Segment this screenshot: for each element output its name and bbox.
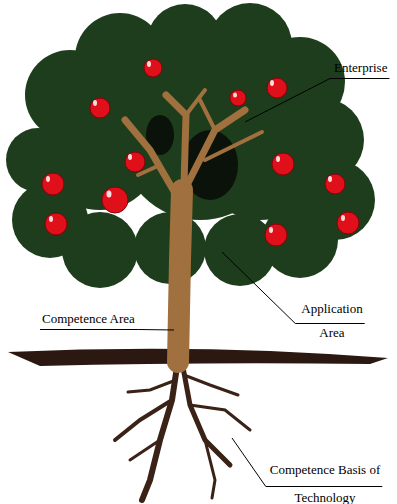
part-label: Enterprise — [334, 60, 394, 76]
apples — [42, 59, 359, 246]
ground — [8, 349, 388, 366]
trunk — [125, 90, 262, 362]
part-label: Competence Area — [42, 311, 162, 327]
label-box: Enterprise — [334, 60, 394, 76]
label-box: Competence Area — [42, 311, 162, 327]
part-label: Competence Basis of Technology — [255, 456, 395, 504]
leader-line — [139, 329, 174, 331]
label-box: Competence Basis of Technology — [255, 456, 395, 504]
leader-line — [266, 486, 382, 487]
leader-line — [295, 323, 364, 324]
leader-line — [330, 78, 389, 79]
label-box: Application Area — [290, 297, 374, 345]
leader-line — [222, 252, 295, 324]
part-label: Application Area — [290, 297, 374, 345]
leader-line — [40, 329, 139, 330]
leader-line — [232, 438, 266, 487]
roots — [115, 360, 250, 500]
leader-line — [245, 79, 330, 123]
